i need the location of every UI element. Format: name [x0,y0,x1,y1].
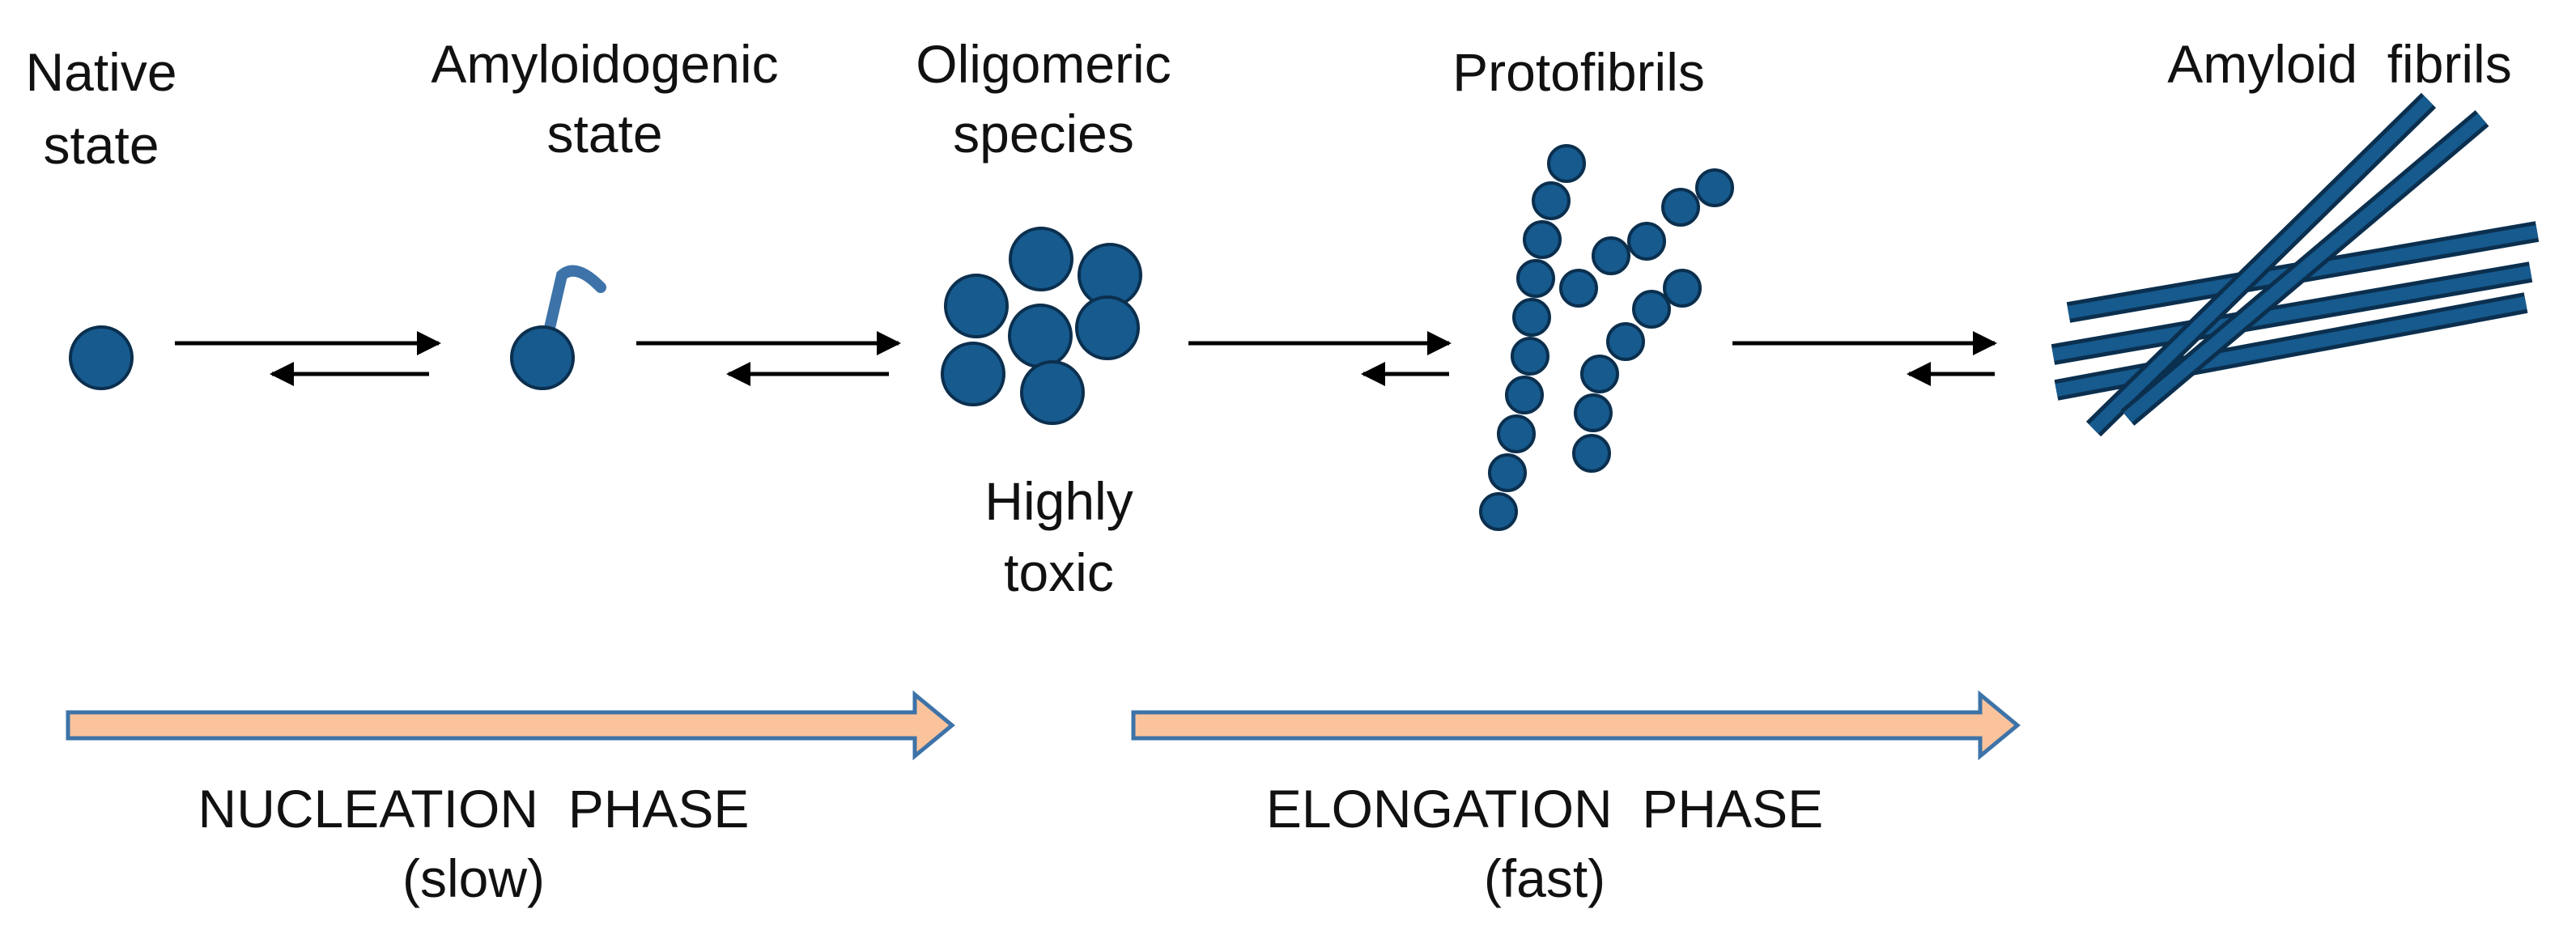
amyloid-fibril-bundle [2051,92,2540,437]
protofibril-bead [1547,144,1586,183]
nucleation-phase-label: NUCLEATION PHASE (slow) [198,779,750,908]
oligomer-bead [944,274,1009,338]
protofibril-bead [1592,236,1630,275]
oligomer-bead [1075,295,1140,360]
protofibril-bead [1497,414,1536,453]
protofibril-bead [1580,355,1619,393]
amyloidogenic-bead [510,325,575,390]
amyloidogenic-monomer [510,265,606,390]
label-oligomeric-species: Oligomeric species [916,34,1171,164]
protofibril-bead [1516,259,1555,298]
label-amyloidogenic-line2: state [546,104,662,164]
label-native-line1: Native [25,42,176,102]
oligomer-bead [1020,360,1085,425]
protofibril-bead [1511,337,1549,376]
label-amyloidogenic-state: Amyloidogenic state [431,34,778,164]
fibril-rod [2051,266,2532,361]
fibril-rod [2123,113,2487,423]
label-amyloidogenic-line1: Amyloidogenic [431,34,778,94]
protofibril-bead [1627,222,1666,261]
protofibril-chain-long [1479,144,1586,531]
equilibrium-arrows-4 [1732,331,1997,386]
elongation-phase-rate: (fast) [1484,848,1605,908]
fibril-rod [2089,96,2434,434]
protofibril-bead [1632,290,1671,329]
label-oligomeric-line1: Oligomeric [916,34,1171,94]
label-native-line2: state [43,115,159,175]
protofibril-bead [1532,181,1571,220]
equilibrium-arrows-3 [1188,331,1452,386]
equilibrium-arrows-1 [175,331,441,386]
label-protofibrils: Protofibrils [1452,42,1705,102]
elongation-phase-arrow [1131,690,2021,761]
native-monomer [69,325,134,390]
nucleation-phase-name: NUCLEATION PHASE [198,779,750,839]
nucleation-phase-rate: (slow) [402,848,545,908]
protofibril-bead [1559,269,1598,308]
oligomer-bead [1008,304,1073,368]
elongation-phase-label: ELONGATION PHASE (fast) [1266,779,1823,908]
toxicity-line2: toxic [1004,542,1114,602]
protofibril-bead [1479,492,1518,531]
protofibril-bead [1572,434,1611,473]
oligomer-bead [1009,227,1073,291]
toxicity-note: Highly toxic [984,471,1133,602]
nucleation-phase-arrow [66,690,955,761]
equilibrium-arrows-2 [636,331,901,386]
protofibril-bead [1505,376,1544,414]
protofibril-bead [1512,298,1551,337]
elongation-phase-name: ELONGATION PHASE [1266,779,1823,839]
protofibril-chain-lower-branch [1572,269,1702,473]
label-amyloid-fibrils: Amyloid fibrils [2167,34,2511,94]
label-native-state: Native state [25,42,176,175]
label-oligomeric-line2: species [953,104,1134,164]
toxicity-line1: Highly [984,471,1133,531]
protofibril-bead [1606,322,1645,361]
protofibril-bead [1695,168,1734,207]
oligomer-cluster [941,227,1142,425]
protofibril-bead [1488,453,1527,492]
oligomer-bead [941,342,1005,406]
misfolded-tail [542,265,606,344]
protofibril-chain-upper-branch [1559,168,1734,308]
protofibril-bead [1663,269,1702,308]
protofibril-bead [1574,393,1613,432]
protofibril-bead [1661,188,1700,227]
protofibril-bead [1523,220,1562,259]
